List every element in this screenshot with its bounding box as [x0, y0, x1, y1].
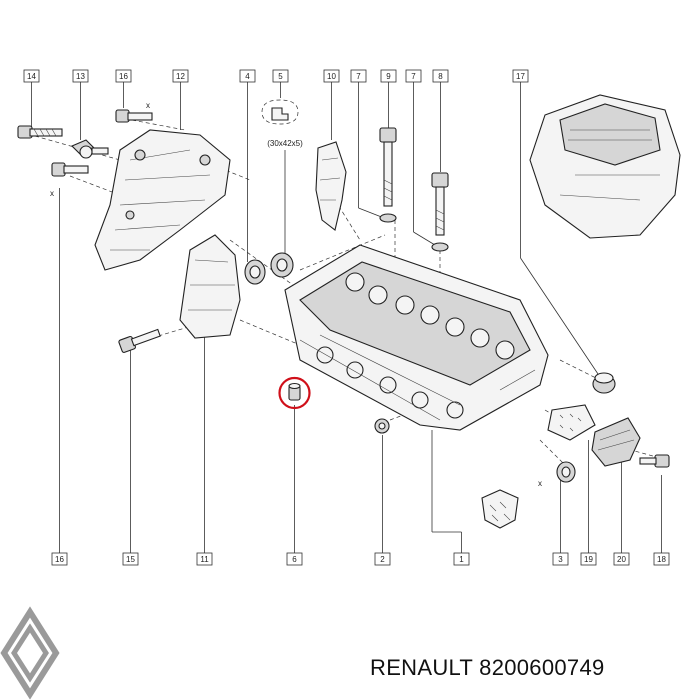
- svg-text:8: 8: [438, 72, 443, 81]
- bracket-12: [94, 129, 231, 271]
- svg-text:15: 15: [126, 555, 135, 564]
- callout-6: 6: [286, 405, 303, 566]
- svg-text:14: 14: [27, 72, 36, 81]
- callout-12: 12: [172, 69, 189, 130]
- cam-lobes: [345, 272, 515, 360]
- callout-4: 4: [239, 69, 256, 262]
- svg-text:9: 9: [386, 72, 391, 81]
- bolt-8: [431, 172, 449, 252]
- bolt-16-lower: x: [50, 162, 89, 198]
- svg-text:x: x: [538, 479, 542, 488]
- seal-3: x: [538, 461, 576, 488]
- renault-logo: [0, 606, 60, 700]
- callout-11: 11: [196, 335, 213, 566]
- head-bolt-9: [379, 127, 397, 223]
- svg-text:6: 6: [292, 555, 297, 564]
- callout-3: 3: [552, 480, 569, 566]
- engine-overview: [529, 94, 681, 239]
- svg-text:x: x: [50, 189, 54, 198]
- highlight-circle: [278, 376, 311, 410]
- gasket-19: [547, 404, 596, 441]
- seal-5-detail: (30x42x5): [261, 99, 303, 258]
- svg-text:(30x42x5): (30x42x5): [267, 139, 303, 148]
- stud-13: [71, 139, 109, 159]
- cylinder-head-1: [284, 244, 549, 431]
- svg-text:7: 7: [411, 72, 416, 81]
- callout-1: 1: [431, 430, 470, 566]
- svg-text:5: 5: [278, 72, 283, 81]
- callout-15: 15: [122, 350, 139, 566]
- callout-19: 19: [580, 440, 597, 566]
- callout-17: 17: [512, 69, 599, 375]
- plug-2: [374, 418, 390, 434]
- callout-10: 10: [323, 69, 340, 140]
- callout-13: 13: [72, 69, 89, 140]
- svg-text:4: 4: [245, 72, 250, 81]
- callout-16-top: 16: [115, 69, 132, 108]
- cover-20: [591, 417, 641, 467]
- svg-text:13: 13: [76, 72, 85, 81]
- callout-18: 18: [653, 475, 670, 566]
- svg-text:12: 12: [176, 72, 185, 81]
- mount-11: [179, 234, 241, 339]
- callout-20: 20: [613, 455, 630, 566]
- bolt-15: [118, 328, 161, 353]
- svg-text:10: 10: [327, 72, 336, 81]
- valve-sleeve-6: [288, 382, 301, 401]
- svg-text:11: 11: [200, 555, 209, 564]
- camshaft-seal-4: [244, 259, 266, 285]
- svg-text:3: 3: [558, 555, 563, 564]
- part-number: 8200600749: [479, 655, 605, 680]
- svg-text:18: 18: [657, 555, 666, 564]
- svg-text:16: 16: [55, 555, 64, 564]
- ports: [316, 346, 464, 419]
- brand-name: RENAULT: [370, 655, 474, 680]
- bolt-16-top: x: [115, 101, 153, 123]
- callout-16-bottom: 16: [51, 188, 68, 566]
- svg-text:17: 17: [516, 72, 525, 81]
- svg-text:16: 16: [119, 72, 128, 81]
- svg-text:7: 7: [356, 72, 361, 81]
- callout-14: 14: [23, 69, 40, 130]
- svg-text:20: 20: [617, 555, 626, 564]
- svg-text:1: 1: [459, 555, 464, 564]
- rail-10: [315, 141, 347, 231]
- camshaft-seal-4b: [270, 252, 294, 278]
- svg-text:2: 2: [380, 555, 385, 564]
- bolt-14: [17, 125, 63, 139]
- bolt-18: [639, 454, 670, 468]
- svg-text:19: 19: [584, 555, 593, 564]
- cap-17: [592, 372, 616, 394]
- callout-9: 9: [380, 69, 397, 128]
- callout-8: 8: [432, 69, 449, 172]
- callout-7-a: 7: [350, 69, 385, 219]
- callout-7-b: 7: [405, 69, 436, 246]
- grease-bag: [481, 489, 519, 529]
- callout-5: 5: [272, 69, 289, 98]
- callout-2: 2: [374, 435, 391, 566]
- svg-text:x: x: [146, 101, 150, 110]
